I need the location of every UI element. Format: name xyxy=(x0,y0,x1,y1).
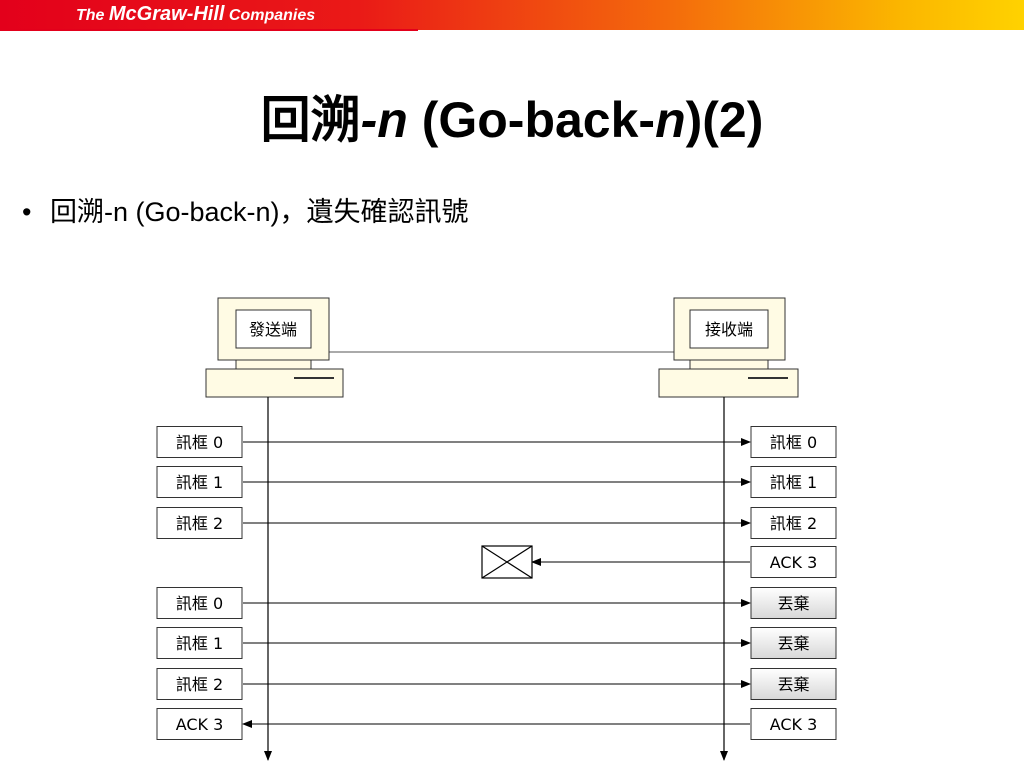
lost-packet-icon xyxy=(481,545,533,579)
title-suffix: )(2) xyxy=(685,92,764,148)
receiver-base xyxy=(658,368,799,398)
receiver-discard-box xyxy=(750,587,837,619)
logo-the: The xyxy=(76,7,109,24)
receiver-frame-box xyxy=(750,426,837,458)
sender-screen xyxy=(235,309,312,349)
sender-base xyxy=(205,368,344,398)
logo-companies: Companies xyxy=(224,7,316,24)
sender-frame-box xyxy=(156,627,243,659)
header-bar xyxy=(0,0,1024,30)
bullet-marker: • xyxy=(22,197,32,227)
sender-frame-box xyxy=(156,587,243,619)
sender-frame-box xyxy=(156,668,243,700)
receiver-discard-box xyxy=(750,668,837,700)
receiver-label: 接收端 xyxy=(705,320,753,339)
title-prefix: 回溯 xyxy=(260,92,361,148)
sender-frame-label: 訊框 2 xyxy=(176,514,223,533)
receiver-discard-label: 丟棄 xyxy=(777,675,809,694)
header-underline xyxy=(0,29,418,31)
receiver-discard-box xyxy=(750,627,837,659)
sender-frame-box xyxy=(156,426,243,458)
receiver-frame-label: ACK 3 xyxy=(770,715,818,734)
sender-frame-label: ACK 3 xyxy=(176,715,224,734)
receiver-discard-label: 丟棄 xyxy=(777,634,809,653)
sender-frame-box xyxy=(156,466,243,498)
receiver-frame-box xyxy=(750,507,837,539)
sender-frame-box xyxy=(156,507,243,539)
bullet-point: • 回溯-n (Go-back-n)，遺失確認訊號 xyxy=(22,190,469,229)
sender-frame-box xyxy=(156,708,243,740)
sender-frame-label: 訊框 2 xyxy=(176,675,223,694)
receiver-computer: 接收端 xyxy=(658,297,799,398)
sender-frame-label: 訊框 0 xyxy=(176,594,223,613)
receiver-screen xyxy=(689,309,769,349)
sender-computer: 發送端 xyxy=(205,297,344,398)
sender-frame-label: 訊框 1 xyxy=(176,634,223,653)
title-italic-n2: n xyxy=(655,92,686,148)
title-italic-n1: -n xyxy=(360,92,408,148)
slide-title: 回溯-n (Go-back-n)(2) xyxy=(0,80,1024,152)
receiver-frame-box xyxy=(750,546,837,578)
receiver-frame-box xyxy=(750,708,837,740)
sender-label: 發送端 xyxy=(249,320,297,339)
receiver-frame-label: 訊框 1 xyxy=(770,473,817,492)
receiver-discard-label: 丟棄 xyxy=(777,594,809,613)
receiver-frame-box xyxy=(750,466,837,498)
logo-brand: McGraw-Hill xyxy=(108,3,225,25)
company-logo: The McGraw-Hill Companies xyxy=(76,3,315,26)
receiver-frame-label: 訊框 0 xyxy=(770,433,817,452)
sender-frame-label: 訊框 1 xyxy=(176,473,223,492)
receiver-frame-label: ACK 3 xyxy=(770,553,818,572)
sender-neck xyxy=(235,359,312,370)
title-middle: (Go-back- xyxy=(407,92,656,148)
sender-frame-label: 訊框 0 xyxy=(176,433,223,452)
bullet-text: 回溯-n (Go-back-n)，遺失確認訊號 xyxy=(50,197,469,227)
receiver-frame-label: 訊框 2 xyxy=(770,514,817,533)
receiver-neck xyxy=(689,359,769,370)
